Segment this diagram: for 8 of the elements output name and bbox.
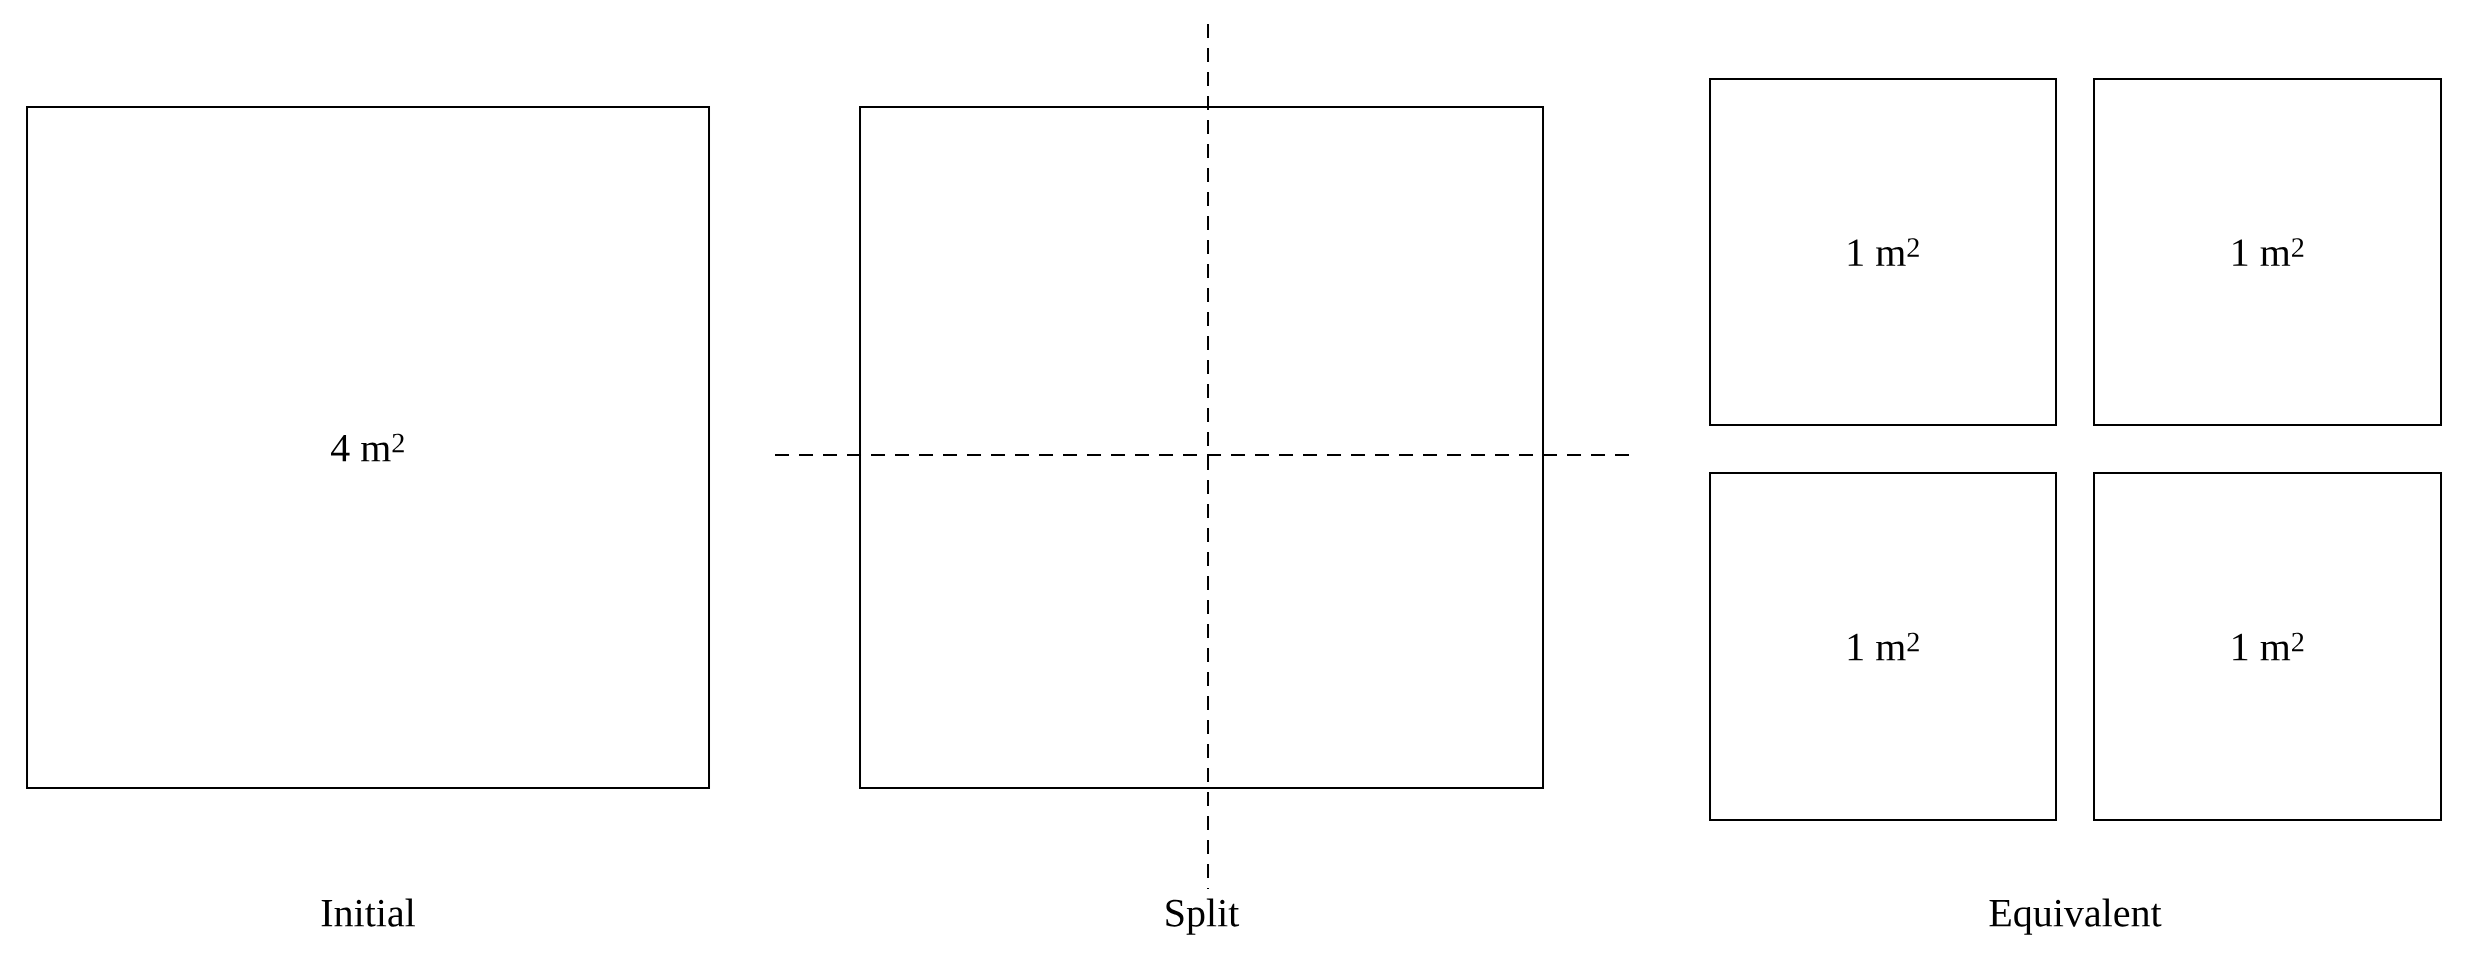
square: 1 m$^{2}$ xyxy=(1709,472,2057,821)
caption: Equivalent xyxy=(1989,898,2162,935)
square: 1 m$^{2}$ xyxy=(2093,78,2442,426)
square: 1 m$^{2}$ xyxy=(1709,78,2057,426)
square: 1 m$^{2}$ xyxy=(2093,472,2442,821)
square: 4 m$^{2}$ xyxy=(26,106,710,789)
node-label: Split xyxy=(1166,898,1240,935)
node-label: Initial xyxy=(321,898,415,927)
